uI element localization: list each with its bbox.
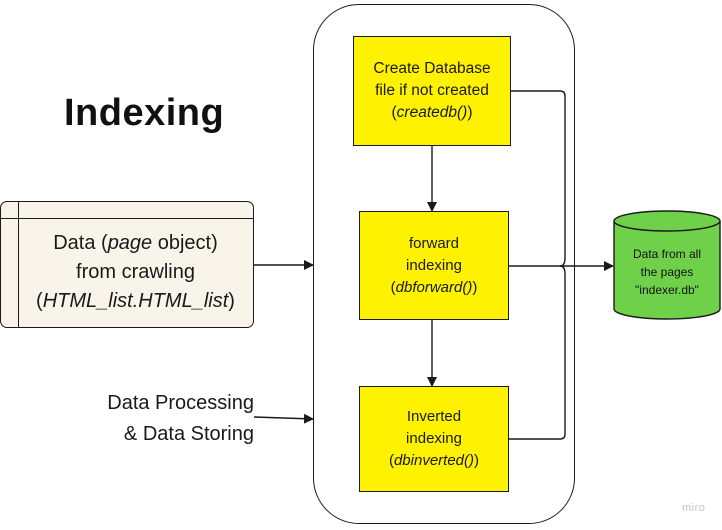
createdb-fn: createdb() <box>396 104 468 121</box>
card-header-line <box>1 218 253 219</box>
connector-createdb-branch <box>511 90 566 267</box>
forward-fn: dbforward() <box>395 278 473 296</box>
database-label-line-1: Data from all <box>632 247 702 261</box>
forward-open: ( <box>390 278 396 296</box>
forward-indexing-box: forward indexing (dbforward()) <box>359 211 509 320</box>
card-line-1-pre: Data ( <box>53 232 108 254</box>
card-text: Data (page object) from crawling (HTML_l… <box>18 218 253 327</box>
forward-close: ) <box>472 278 478 296</box>
card-side-line <box>18 202 19 327</box>
database-label-line-2: the pages <box>640 265 694 279</box>
inverted-line-2: indexing <box>406 430 462 447</box>
createdb-box: Create Database file if not created (cre… <box>353 36 511 146</box>
card-line-3-em: HTML_list.HTML_list <box>42 290 229 312</box>
miro-watermark: miro <box>682 502 706 514</box>
createdb-line-2: file if not created <box>375 82 489 99</box>
createdb-close: ) <box>467 104 473 121</box>
inverted-indexing-box: Inverted indexing (dbinverted()) <box>359 386 509 492</box>
card-line-3: (HTML_list.HTML_list) <box>36 287 235 316</box>
inverted-line-1: Inverted <box>406 408 462 425</box>
card-line-2: from crawling <box>76 261 195 283</box>
card-line-3-open: ( <box>36 290 43 312</box>
connector-inverted-branch <box>509 265 566 440</box>
process-label: Data Processing & Data Storing <box>60 388 254 450</box>
card-line-1: Data (page object) <box>53 229 218 258</box>
diagram-title: Indexing <box>64 92 225 134</box>
arrow-process-to-indexing <box>253 413 314 424</box>
inverted-fn: dbinverted() <box>393 452 475 469</box>
forward-line-2: indexing <box>406 256 462 274</box>
crawl-data-card: Data (page object) from crawling (HTML_l… <box>0 201 254 328</box>
createdb-open: ( <box>391 104 397 121</box>
forward-function: (dbforward()) <box>391 277 478 299</box>
card-line-1-post: object) <box>152 232 218 254</box>
createdb-function: (createdb()) <box>392 102 473 124</box>
inverted-function: (dbinverted()) <box>389 450 479 472</box>
database-label: Data from all the pages "indexer.db" <box>614 245 720 299</box>
inverted-close: ) <box>474 452 480 469</box>
createdb-line-1: Create Database <box>373 60 491 77</box>
card-line-1-em: page <box>107 232 153 254</box>
database-cylinder <box>613 210 721 320</box>
card-line-3-close: ) <box>228 290 235 312</box>
forward-line-1: forward <box>408 234 460 252</box>
database-label-line-3: "indexer.db" <box>635 283 699 297</box>
inverted-open: ( <box>388 452 394 469</box>
process-label-line-2: & Data Storing <box>123 423 254 445</box>
process-label-line-1: Data Processing <box>107 392 254 414</box>
